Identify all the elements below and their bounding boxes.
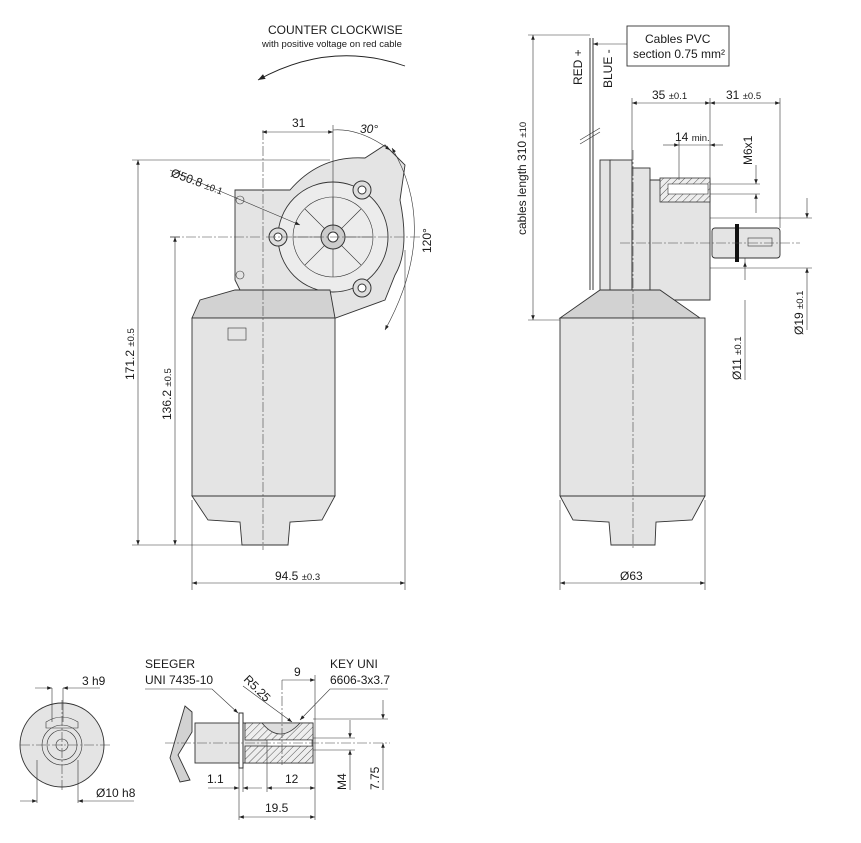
dim-31-side-tol: ±0.5 — [743, 91, 761, 102]
motor-endcap — [191, 495, 336, 546]
cable-note-line1: Cables PVC — [645, 32, 711, 46]
seeger-line2: UNI 7435-10 — [145, 673, 213, 687]
svg-text:31 ±0.5: 31 ±0.5 — [726, 88, 761, 102]
rotation-subtitle: with positive voltage on red cable — [261, 39, 402, 50]
rotation-arrow — [257, 55, 406, 81]
dim-1-1: 1.1 — [207, 772, 224, 786]
dim-31-side: 31 — [726, 88, 740, 102]
width-94-5-tol: ±0.3 — [302, 572, 320, 583]
svg-text:cables length 310 ±10: cables length 310 ±10 — [515, 122, 529, 235]
cables-length-tol: ±10 — [518, 122, 529, 138]
dim-7-75: 7.75 — [368, 766, 382, 790]
svg-text:94.5 ±0.3: 94.5 ±0.3 — [275, 569, 320, 583]
svg-text:Ø11 ±0.1: Ø11 ±0.1 — [730, 336, 744, 380]
thread-m4: M4 — [335, 773, 349, 790]
dia-50-8: Ø50.8 — [169, 166, 205, 190]
key-line2: 6606-3x3.7 — [330, 673, 390, 687]
svg-text:136.2 ±0.5: 136.2 ±0.5 — [160, 368, 174, 420]
dim-9: 9 — [294, 665, 301, 679]
height-136-2-tol: ±0.5 — [163, 368, 174, 386]
dim-19-5: 19.5 — [265, 801, 289, 815]
dim-35-tol: ±0.1 — [669, 91, 687, 102]
svg-text:171.2 ±0.5: 171.2 ±0.5 — [123, 328, 137, 380]
radius-r5-25: R5.25 — [241, 672, 274, 705]
front-view: COUNTER CLOCKWISE with positive voltage … — [123, 23, 434, 590]
dia-11: Ø11 — [730, 358, 744, 380]
label-red: RED + — [571, 49, 585, 85]
side-view: Cables PVC section 0.75 mm² RED + BLUE -… — [515, 25, 812, 590]
dim-31: 31 — [292, 116, 306, 130]
label-blue: BLUE - — [601, 49, 615, 88]
dim-12: 12 — [285, 772, 299, 786]
key-line1: KEY UNI — [330, 657, 378, 671]
dia-19-tol: ±0.1 — [795, 291, 806, 309]
dim-35: 35 — [652, 88, 666, 102]
dim-14-suffix: min. — [692, 133, 710, 144]
shaft-detail: 3 h9 Ø10 h8 SEEGER UNI 7435-10 R5.25 9 K… — [19, 657, 390, 820]
cable-note-box — [626, 25, 730, 67]
dia-11-tol: ±0.1 — [733, 336, 744, 354]
svg-text:Ø19 ±0.1: Ø19 ±0.1 — [792, 291, 806, 335]
width-94-5: 94.5 — [275, 569, 299, 583]
height-171-2-tol: ±0.5 — [126, 328, 137, 346]
rotation-title: COUNTER CLOCKWISE — [268, 23, 403, 37]
cables-length: cables length 310 — [515, 141, 529, 235]
dia-50-8-tol: ±0.1 — [203, 181, 224, 198]
angle-30: 30° — [360, 122, 378, 136]
dia-63: Ø63 — [620, 569, 643, 583]
angle-120: 120° — [420, 228, 434, 253]
svg-text:35 ±0.1: 35 ±0.1 — [652, 88, 687, 102]
height-136-2: 136.2 — [160, 390, 174, 420]
thread-m6: M6x1 — [741, 135, 755, 165]
height-171-2: 171.2 — [123, 350, 137, 380]
dia-19: Ø19 — [792, 312, 806, 335]
seeger-line1: SEEGER — [145, 657, 195, 671]
key-width: 3 h9 — [82, 674, 106, 688]
cable-note-line2: section 0.75 mm² — [633, 47, 725, 61]
shaft-dia: Ø10 h8 — [96, 786, 136, 800]
svg-text:14 min.: 14 min. — [675, 130, 710, 144]
svg-text:Ø50.8 ±0.1: Ø50.8 ±0.1 — [169, 166, 225, 198]
motor-can — [191, 317, 336, 497]
dim-14: 14 — [675, 130, 689, 144]
